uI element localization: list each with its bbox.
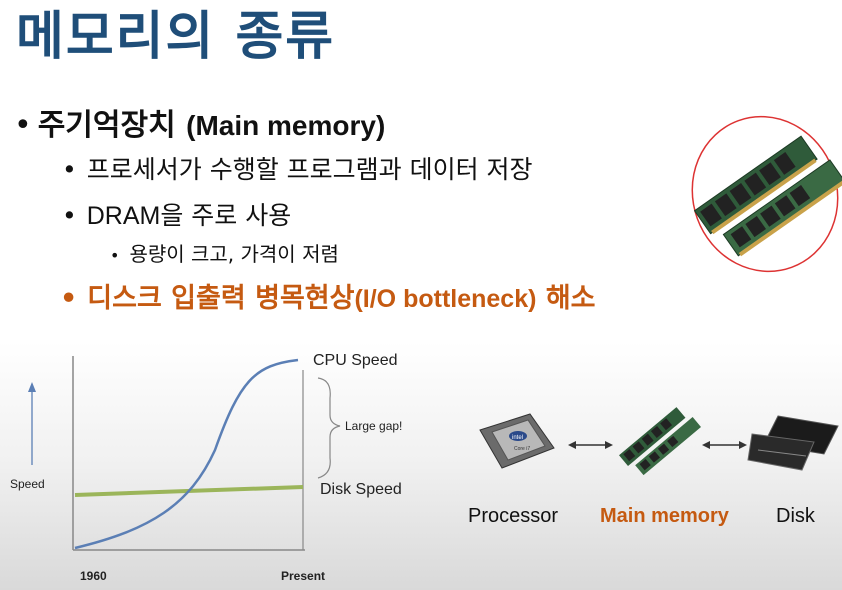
slide-title: 메모리의 종류: [16, 7, 336, 67]
ram-photo-icon: [691, 115, 842, 273]
series-label-cpu: CPU Speed: [313, 352, 398, 369]
ssd-drive-icon: [747, 415, 839, 471]
series-line-cpu: [74, 358, 299, 550]
series-label-disk: Disk Speed: [320, 481, 402, 498]
svg-text:Core i7: Core i7: [514, 446, 530, 452]
double-arrow-icon: [568, 441, 613, 449]
x-tick-1960: 1960: [80, 569, 107, 583]
bullet-io-bottleneck: •디스크 입출력 병목현상(I/O bottleneck) 해소: [60, 283, 596, 314]
bullet-dram: •DRAM을 주로 사용: [62, 201, 292, 230]
gap-annotation: Large gap!: [345, 419, 402, 433]
speed-chart: Speed CPU Speed Disk Speed Large gap! 19…: [10, 352, 402, 583]
cpu-chip-icon: intel Core i7: [479, 413, 555, 469]
ram-module-icon: [619, 407, 701, 476]
speed-arrow-head: [28, 382, 36, 392]
x-tick-present: Present: [281, 569, 325, 583]
bullet-main-memory: •주기억장치 (Main memory): [14, 108, 386, 143]
svg-text:intel: intel: [512, 435, 523, 441]
double-arrow-icon: [702, 441, 747, 449]
label-disk: Disk: [776, 505, 815, 527]
label-main-memory: Main memory: [600, 505, 729, 527]
bullet-capacity-price: •용량이 크고, 가격이 저렴: [110, 242, 339, 266]
bullet-store-programs: •프로세서가 수행할 프로그램과 데이터 저장: [62, 155, 533, 184]
label-processor: Processor: [468, 505, 559, 527]
y-axis-label: Speed: [10, 477, 45, 491]
gap-brace: [317, 377, 341, 479]
